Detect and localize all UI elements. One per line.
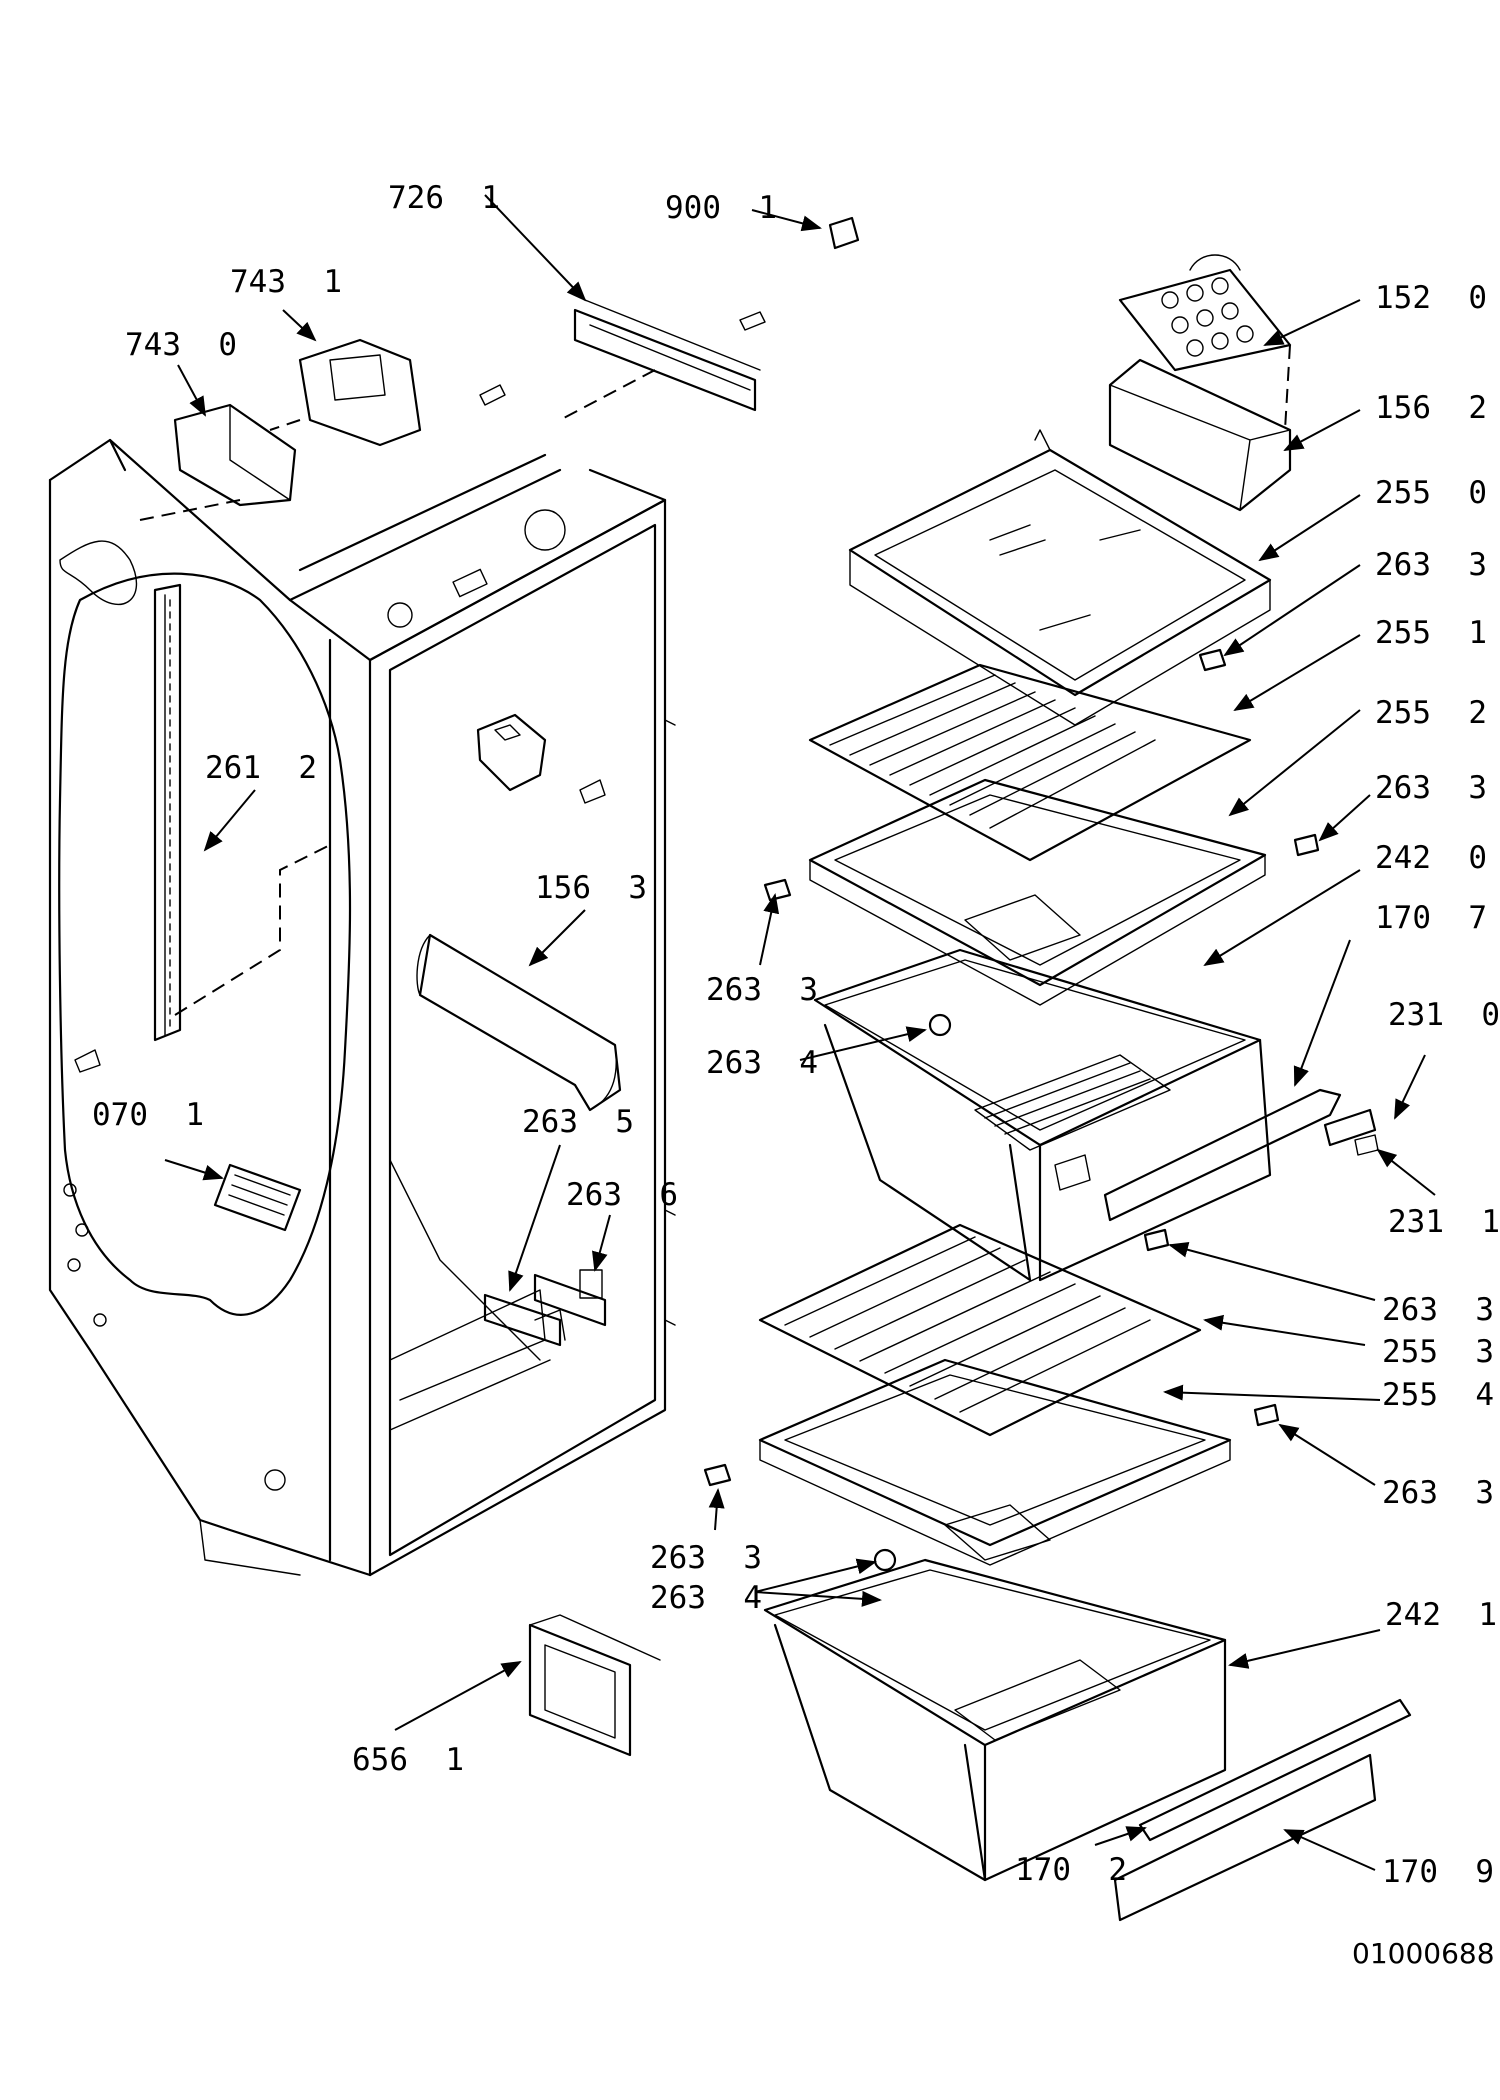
bin-152-156 [1108, 254, 1292, 512]
trim-156-3 [416, 933, 622, 1112]
callout-231-0: 231 0 [1388, 997, 1500, 1033]
panel-656-1 [528, 1614, 661, 1757]
callout-242-0: 242 0 [1375, 840, 1487, 876]
callout-656-1: 656 1 [352, 1742, 464, 1778]
callout-255-2: 255 2 [1375, 695, 1487, 731]
callout-labels: 726 1 900 1 743 1 743 0 152 0 156 2 255 … [92, 180, 1500, 1970]
callout-255-1: 255 1 [1375, 615, 1487, 651]
callout-263-3-f: 263 3 [650, 1540, 762, 1576]
callout-242-1: 242 1 [1385, 1597, 1497, 1633]
callout-261-2: 261 2 [205, 750, 317, 786]
vent-070-1 [213, 1163, 302, 1232]
callout-263-3-a: 263 3 [1375, 547, 1487, 583]
channel-726-1 [559, 299, 766, 421]
callout-743-1: 743 1 [230, 264, 342, 300]
wire-shelf-255-1 [808, 663, 1252, 862]
callout-170-2: 170 2 [1015, 1852, 1127, 1888]
callout-170-7: 170 7 [1375, 900, 1487, 936]
callout-263-3-d: 263 3 [1382, 1292, 1494, 1328]
callout-152-0: 152 0 [1375, 280, 1487, 316]
callout-263-4-b: 263 4 [650, 1580, 762, 1616]
callout-170-9: 170 9 [1382, 1854, 1494, 1890]
callout-255-4: 255 4 [1382, 1377, 1494, 1413]
cabinet-liner [48, 438, 676, 1577]
brackets-263-5-6 [483, 1269, 607, 1347]
callout-263-4-a: 263 4 [706, 1045, 818, 1081]
damper-743 [139, 338, 506, 521]
frame-255-4 [758, 1358, 1232, 1566]
callout-263-3-c: 263 3 [706, 972, 818, 1008]
crisper-drawer-242-0 [813, 894, 1272, 1282]
callout-156-2: 156 2 [1375, 390, 1487, 426]
rail-261-2 [153, 583, 331, 1042]
wire-shelf-255-3 [758, 1223, 1202, 1437]
bracket-on-liner [476, 713, 606, 804]
trim-170-7 [1103, 1088, 1342, 1222]
callout-263-3-e: 263 3 [1382, 1475, 1494, 1511]
callout-743-0: 743 0 [125, 327, 237, 363]
clip-900-1 [828, 216, 860, 250]
crisper-drawer-242-1 [763, 1504, 1227, 1882]
trims-170-2-9 [1113, 1698, 1412, 1922]
frame-255-2 [808, 778, 1267, 1006]
callout-156-3: 156 3 [535, 870, 647, 906]
callout-263-6: 263 6 [566, 1177, 678, 1213]
callout-070-1: 070 1 [92, 1097, 204, 1133]
callout-726-1: 726 1 [388, 180, 500, 216]
glass-shelf-255-0 [848, 429, 1272, 726]
callout-900-1: 900 1 [665, 190, 777, 226]
drawing-number: 01000688 [1352, 1937, 1495, 1970]
callout-255-3: 255 3 [1382, 1334, 1494, 1370]
callout-231-1: 231 1 [1388, 1204, 1500, 1240]
parts-231 [1323, 1108, 1379, 1156]
callout-263-3-b: 263 3 [1375, 770, 1487, 806]
callout-263-5: 263 5 [522, 1104, 634, 1140]
callout-255-0: 255 0 [1375, 475, 1487, 511]
leader-lines [164, 194, 1436, 1871]
